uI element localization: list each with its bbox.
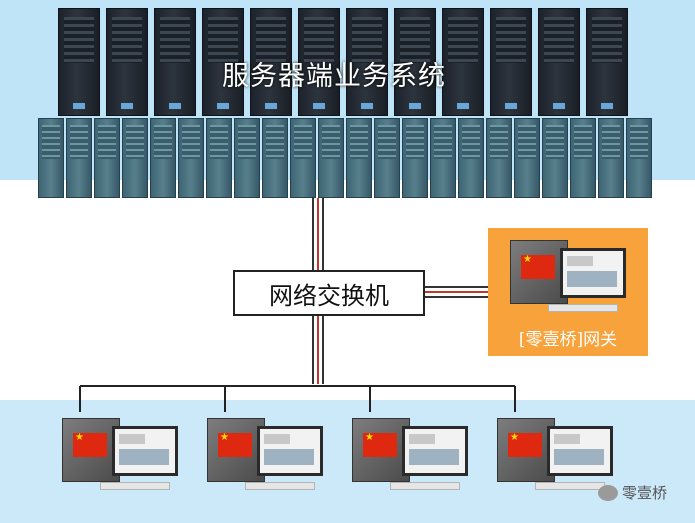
server-rack-icon — [486, 118, 512, 198]
server-rack-icon — [38, 118, 64, 198]
server-rack-icon — [206, 118, 232, 198]
gateway-box: [零壹桥]网关 — [488, 228, 648, 356]
server-rack-icon — [542, 118, 568, 198]
server-tower-icon — [442, 8, 484, 116]
server-tower-icon — [490, 8, 532, 116]
server-rack-icon — [570, 118, 596, 198]
server-rack-icon — [346, 118, 372, 198]
china-flag-icon — [508, 432, 542, 457]
client-pc-icon — [352, 412, 474, 494]
server-tower-icon — [250, 8, 292, 116]
china-flag-icon — [363, 432, 397, 457]
china-flag-icon — [521, 254, 555, 279]
server-rack-icon — [150, 118, 176, 198]
network-switch-label: 网络交换机 — [269, 281, 389, 310]
server-tower-icon — [58, 8, 100, 116]
server-tower-icon — [106, 8, 148, 116]
client-pc-icon — [497, 412, 619, 494]
server-tower-icon — [394, 8, 436, 116]
server-rack-icon — [234, 118, 260, 198]
client-pc-icon — [207, 412, 329, 494]
server-rack-icon — [122, 118, 148, 198]
watermark: 零壹桥 — [598, 482, 667, 503]
server-tower-icon — [346, 8, 388, 116]
china-flag-icon — [218, 432, 252, 457]
server-tower-icon — [538, 8, 580, 116]
china-flag-icon — [73, 432, 107, 457]
server-rack-icon — [430, 118, 456, 198]
server-rack-icon — [318, 118, 344, 198]
server-rack-icon — [94, 118, 120, 198]
server-system-title: 服务器端业务系统 — [222, 61, 446, 92]
server-switch-link — [312, 198, 324, 270]
server-rack-icon — [626, 118, 652, 198]
server-tower-icon — [202, 8, 244, 116]
network-switch-box: 网络交换机 — [233, 270, 425, 316]
server-rack-icon — [290, 118, 316, 198]
client-pc-icon — [62, 412, 184, 494]
server-rack-icon — [66, 118, 92, 198]
gateway-pc-icon — [510, 234, 632, 316]
server-tower-icon — [586, 8, 628, 116]
server-rack-icon — [402, 118, 428, 198]
server-rack-icon — [458, 118, 484, 198]
server-tower-icon — [298, 8, 340, 116]
gateway-label: [零壹桥]网关 — [518, 330, 618, 350]
server-rack-icon — [598, 118, 624, 198]
switch-client-trunk — [312, 316, 324, 384]
server-rack-icon — [374, 118, 400, 198]
wechat-icon — [598, 484, 618, 501]
watermark-text: 零壹桥 — [622, 484, 668, 502]
server-tower-icon — [154, 8, 196, 116]
server-rack-icon — [178, 118, 204, 198]
server-rack-icon — [262, 118, 288, 198]
server-rack-icon — [514, 118, 540, 198]
switch-gateway-link — [425, 286, 488, 298]
